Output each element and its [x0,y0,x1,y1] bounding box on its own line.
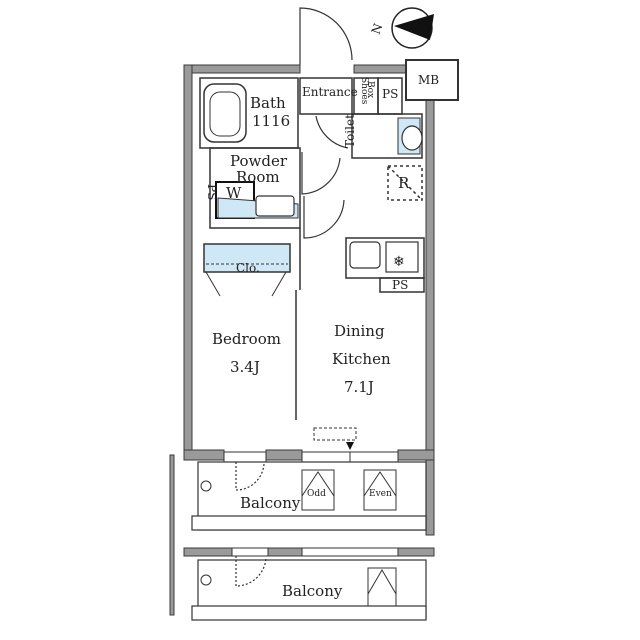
entrance-label: Entrance [302,85,358,99]
windows [223,451,399,463]
closet-door-left [205,271,221,297]
closet [203,243,291,297]
wall-outer-left-edge [169,454,175,616]
wall-bottom-mid [265,449,303,461]
balcony-1-rail-outer [191,515,427,531]
shoes-box-label-2: Box [365,81,375,98]
powder-label-1: Powder [230,152,288,170]
mb-box [405,59,459,101]
bedroom-label: Bedroom [212,330,281,348]
stove [385,241,419,273]
mb-label: MB [418,73,439,87]
north-arrow-icon [394,14,434,40]
toilet-fixture [397,117,423,155]
compass-north-label: N [369,21,386,36]
hatch-2 [367,567,397,607]
closet-door-right [271,271,287,297]
balcony-2 [183,547,435,621]
refrigerator-line-1 [387,165,423,201]
outer-walls [169,59,459,616]
sink [255,195,295,217]
dining-label-1: Dining [334,322,385,340]
odd-hatch-roof [301,471,335,497]
balcony-door-1 [235,462,265,491]
drain-icon-1 [200,480,212,492]
compass: N [369,7,434,49]
hatch-2-roof [367,569,397,595]
wall-left [183,64,193,456]
wall-right [425,64,435,536]
even-hatch-roof [363,471,397,497]
refrigerator-label: R [398,174,410,192]
closet-label: Clo. [236,261,260,275]
kitchen-fixtures: ❄ [349,241,419,273]
doors [235,7,353,587]
bathtub-outer [203,83,247,143]
powder-door [301,152,341,195]
wall-top-left [183,64,301,74]
ac-unit-rect [313,427,357,441]
dining-size: 7.1J [344,378,374,396]
ac-unit [313,427,357,450]
powder-label-2: Room [236,168,280,186]
drain-icon-2 [200,574,212,586]
washer-area [215,181,299,219]
powder-wall [209,147,301,229]
dk-door [303,196,345,239]
entrance-wall [299,77,353,115]
balcony-2-rail-outer [191,605,427,621]
compass-circle [391,7,433,49]
balcony-door-2 [235,556,267,587]
closet-blue [203,243,291,273]
washer-label: W [226,184,242,202]
even-hatch [363,469,397,511]
bath-label-2: 1116 [252,112,290,130]
wall-bottom-left [183,449,225,461]
toilet-bowl [401,125,423,151]
ps-left-label: PS [205,184,219,200]
window-bedroom [223,451,267,463]
bath-label-1: Bath [250,94,286,112]
window-balcony-2b [301,547,399,557]
bathtub [203,83,247,143]
window-balcony-2 [231,547,269,557]
labels: Entrance Shoes Box PS MB Bath 1116 Toile… [205,73,439,600]
odd-label: Odd [307,489,326,499]
bedroom-size: 3.4J [230,358,260,376]
stove-icon: ❄ [393,254,405,270]
even-label: Even [369,489,392,499]
ac-arrow-icon [346,442,354,450]
dining-label-2: Kitchen [332,350,391,368]
ps-kitchen-box [379,277,425,293]
ps-entrance-label: PS [382,87,398,101]
balcony-2-label: Balcony [282,582,343,600]
kitchen-sink [349,241,381,269]
balcony-1 [191,461,427,531]
wall-bottom-right [397,449,435,461]
odd-hatch [301,469,335,511]
toilet-label: Toilet [343,114,357,148]
ps-kitchen-label: PS [392,278,408,292]
toilet-door [315,115,349,149]
refrigerator-space [387,165,423,201]
balcony-1-label: Balcony [240,494,301,512]
main-door [299,7,353,65]
bathtub-inner [209,91,241,137]
shoes-box-label-1: Shoes [359,77,369,105]
